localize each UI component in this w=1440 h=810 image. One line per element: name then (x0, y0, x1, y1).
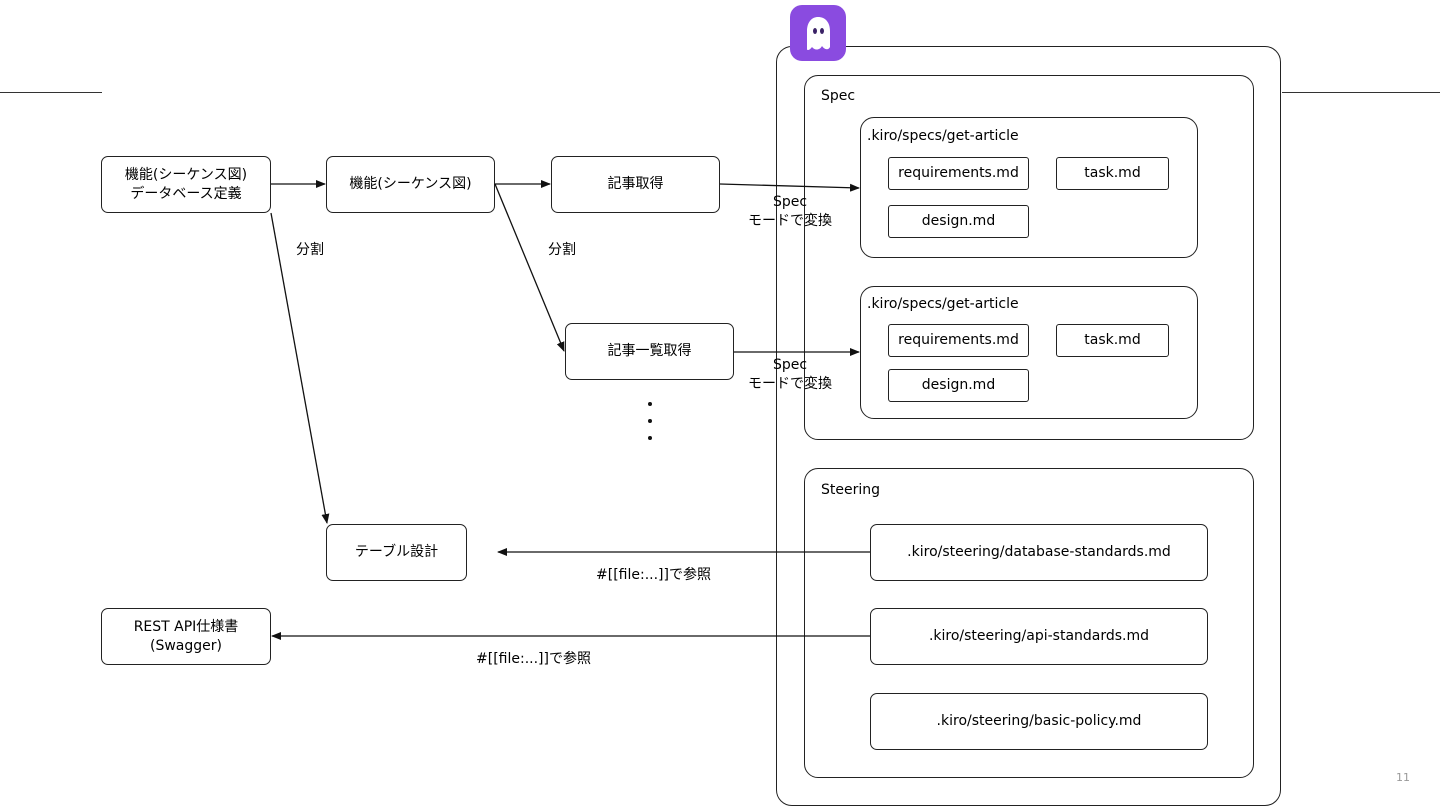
arrow-source-to-table-design (270, 212, 330, 524)
spec-folder-path: .kiro/specs/get-article (867, 128, 1019, 144)
reference-label: #[[file:...]]で参照 (476, 651, 591, 667)
top-left-rule (0, 92, 102, 93)
task-file[interactable]: task.md (1056, 324, 1169, 357)
requirements-file[interactable]: requirements.md (888, 324, 1029, 357)
task-file[interactable]: task.md (1056, 157, 1169, 190)
steering-group-label: Steering (821, 482, 881, 498)
steering-api-standards-file[interactable]: .kiro/steering/api-standards.md (870, 608, 1208, 665)
get-article-node[interactable]: 記事取得 (551, 156, 720, 213)
top-right-rule (1282, 92, 1440, 93)
spec-convert-line-2: モードで変換 (748, 376, 832, 392)
split-label: 分割 (296, 242, 324, 258)
ellipsis-more-items: ⋮ (645, 400, 655, 444)
reference-label: #[[file:...]]で参照 (596, 567, 711, 583)
rest-api-spec-line-1: REST API仕様書 (133, 618, 239, 635)
rest-api-spec-line-2: (Swagger) (150, 637, 222, 654)
get-article-list-node[interactable]: 記事一覧取得 (565, 323, 734, 380)
arrow-feature-to-get-article-list (494, 183, 565, 352)
steering-database-standards-file[interactable]: .kiro/steering/database-standards.md (870, 524, 1208, 581)
spec-convert-label: Spec モードで変換 (738, 193, 842, 231)
feature-sequence-node[interactable]: 機能(シーケンス図) (326, 156, 495, 213)
spec-folder-path: .kiro/specs/get-article (867, 296, 1019, 312)
rest-api-spec-node[interactable]: REST API仕様書 (Swagger) (101, 608, 271, 665)
spec-convert-line-2: モードで変換 (748, 213, 832, 229)
spec-group-label: Spec (821, 88, 856, 104)
spec-convert-label: Spec モードで変換 (738, 356, 842, 394)
source-doc-node[interactable]: 機能(シーケンス図) データベース定義 (101, 156, 271, 213)
ghost-icon (790, 5, 846, 61)
page-number: 11 (1396, 771, 1410, 784)
spec-convert-line-1: Spec (772, 194, 808, 210)
spec-convert-line-1: Spec (772, 357, 808, 373)
split-label: 分割 (548, 242, 576, 258)
steering-basic-policy-file[interactable]: .kiro/steering/basic-policy.md (870, 693, 1208, 750)
source-doc-line-2: データベース定義 (130, 185, 242, 202)
design-file[interactable]: design.md (888, 205, 1029, 238)
source-doc-line-1: 機能(シーケンス図) (124, 166, 248, 183)
design-file[interactable]: design.md (888, 369, 1029, 402)
table-design-node[interactable]: テーブル設計 (326, 524, 467, 581)
arrow-get-article-to-spec-folder (719, 183, 860, 192)
requirements-file[interactable]: requirements.md (888, 157, 1029, 190)
